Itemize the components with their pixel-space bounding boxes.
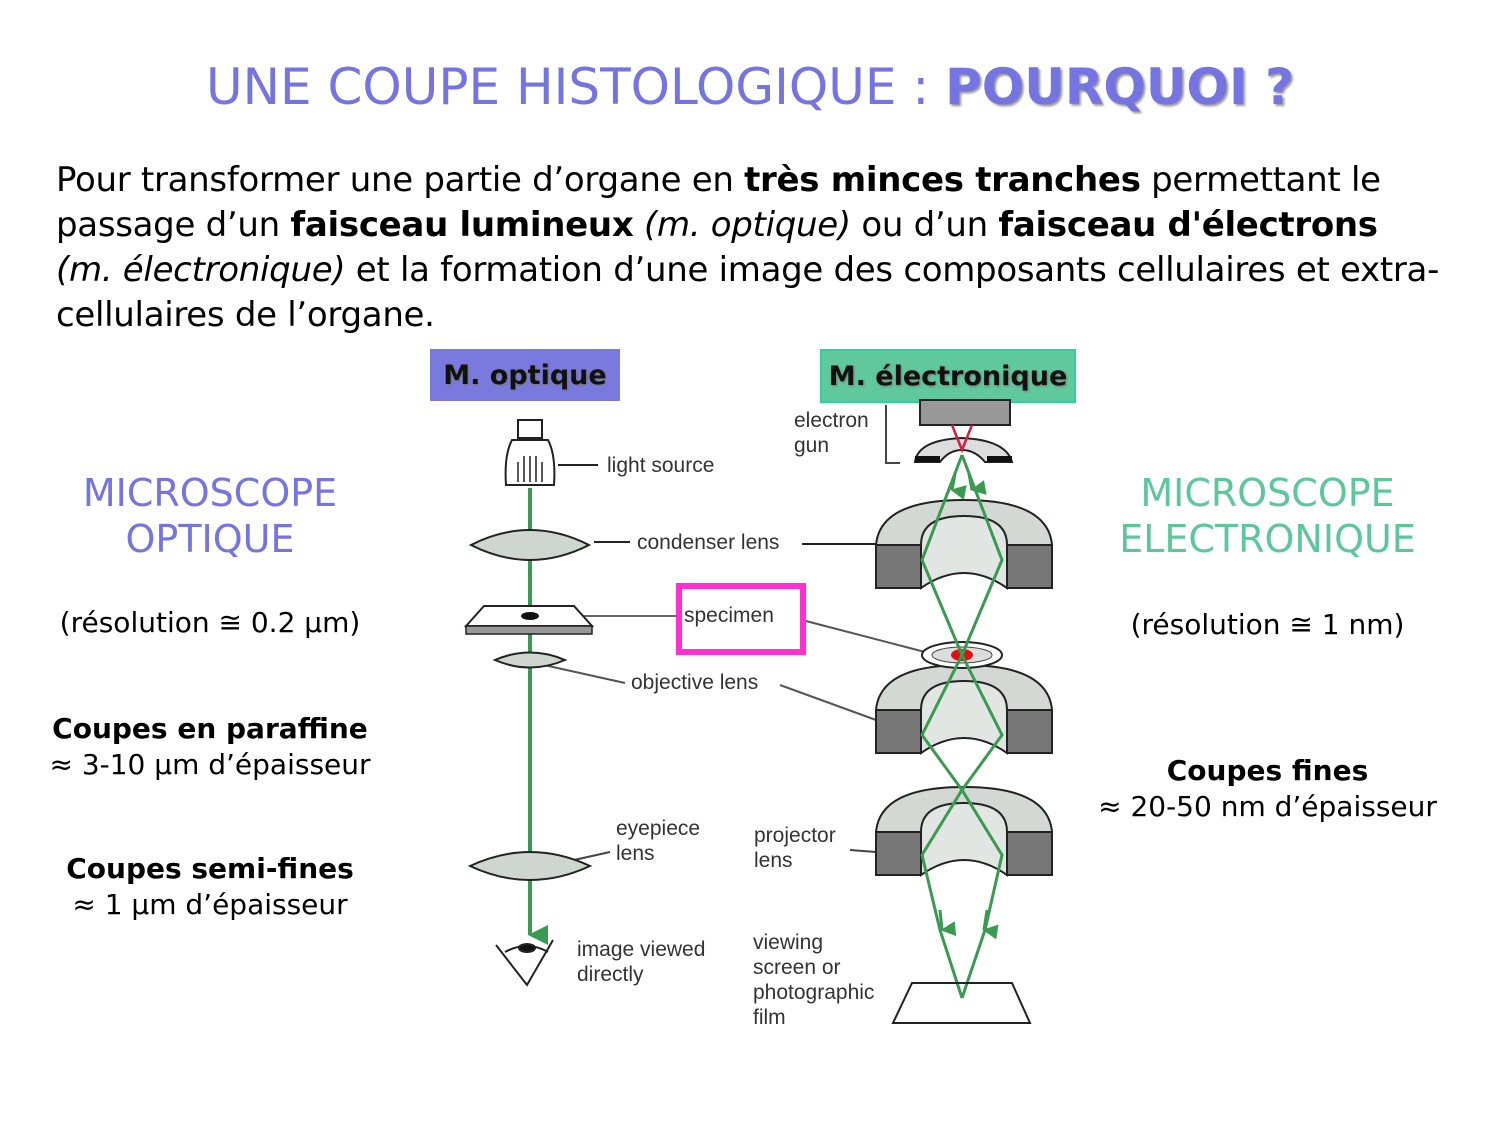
label-line: screen or [753, 956, 841, 979]
label-line: photographic [753, 981, 875, 1004]
electronique-heading-line: MICROSCOPE [1140, 471, 1395, 515]
electronique-tag: M. électronique [820, 349, 1076, 403]
leader-line [885, 405, 900, 464]
optique-heading-line: OPTIQUE [125, 517, 295, 561]
leader-line [534, 662, 626, 684]
fine-value: ≈ 20-50 nm d’épaisseur [1098, 790, 1437, 823]
slide-title: UNE COUPE HISTOLOGIQUE : POURQUOI ? [0, 58, 1500, 116]
objective-lens-shape [492, 651, 568, 669]
label-line: eyepiece [616, 817, 701, 840]
label-condenser-lens: condenser lens [637, 531, 780, 554]
intro-text: permettant le passage d’un [56, 160, 1381, 245]
specimen-slide [463, 605, 595, 635]
viewing-screen [891, 982, 1032, 1024]
projector-em-lens [874, 785, 1054, 877]
intro-italic: (m. optique) [633, 205, 851, 245]
label-line: projector [754, 824, 836, 847]
label-line: lens [616, 842, 655, 865]
eyepiece-lens-shape [467, 851, 593, 881]
intro-bold: faisceau lumineux [290, 205, 634, 245]
paraffine-title: Coupes en paraffine [52, 712, 368, 745]
intro-italic: (m. électronique) [56, 250, 346, 290]
electron-ray [920, 454, 1004, 999]
label-line: electron [794, 409, 869, 432]
condenser-lens-shape [468, 529, 592, 561]
label-line: image viewed [577, 938, 706, 961]
fine-info: Coupes fines ≈ 20-50 nm d’épaisseur [1090, 753, 1445, 825]
paraffine-value: ≈ 3-10 µm d’épaisseur [49, 748, 371, 781]
light-bulb-icon [504, 419, 556, 486]
label-line: viewing [753, 931, 824, 954]
optique-heading: MICROSCOPE OPTIQUE [40, 470, 380, 562]
label-objective-lens: objective lens [631, 671, 759, 694]
electronique-resolution: (résolution ≅ 1 nm) [1130, 608, 1405, 641]
label-line: lens [754, 849, 793, 872]
optique-tag: M. optique [430, 349, 620, 401]
electron-rays [920, 454, 1004, 999]
objective-em-lens [874, 663, 1054, 755]
title-emphasis: POURQUOI ? [945, 58, 1294, 116]
leader-line [801, 619, 926, 653]
optique-resolution: (résolution ≅ 0.2 µm) [59, 606, 361, 639]
intro-text: ou d’un [850, 205, 999, 245]
specimen-highlight-box [676, 583, 806, 655]
condenser-em-lens [874, 498, 1054, 590]
semifine-info: Coupes semi-fines ≈ 1 µm d’épaisseur [30, 851, 390, 923]
label-line: directly [577, 963, 644, 986]
semifine-value: ≈ 1 µm d’épaisseur [72, 888, 348, 921]
optique-heading-line: MICROSCOPE [82, 471, 338, 515]
intro-text: et la formation d’une image des composan… [56, 250, 1440, 335]
electron-ray [920, 454, 1004, 999]
title-main: UNE COUPE HISTOLOGIQUE : [206, 58, 946, 116]
paraffine-info: Coupes en paraffine ≈ 3-10 µm d’épaisseu… [30, 711, 390, 783]
label-line: film [753, 1006, 786, 1029]
eye-icon [495, 939, 554, 987]
semifine-title: Coupes semi-fines [66, 852, 354, 885]
fine-title: Coupes fines [1166, 754, 1369, 787]
intro-bold: très minces tranches [744, 160, 1141, 200]
electronique-heading-line: ELECTRONIQUE [1119, 517, 1416, 561]
intro-bold: faisceau d'électrons [998, 205, 1378, 245]
intro-paragraph: Pour transformer une partie d’organe en … [56, 158, 1456, 338]
electronique-heading: MICROSCOPE ELECTRONIQUE [1090, 470, 1445, 562]
intro-text: Pour transformer une partie d’organe en [56, 160, 745, 200]
label-specimen: specimen [684, 604, 774, 627]
label-light-source: light source [607, 454, 715, 477]
label-line: gun [794, 434, 830, 457]
leader-line [849, 849, 877, 853]
leader-line [779, 684, 877, 721]
electron-gun [913, 399, 1014, 463]
